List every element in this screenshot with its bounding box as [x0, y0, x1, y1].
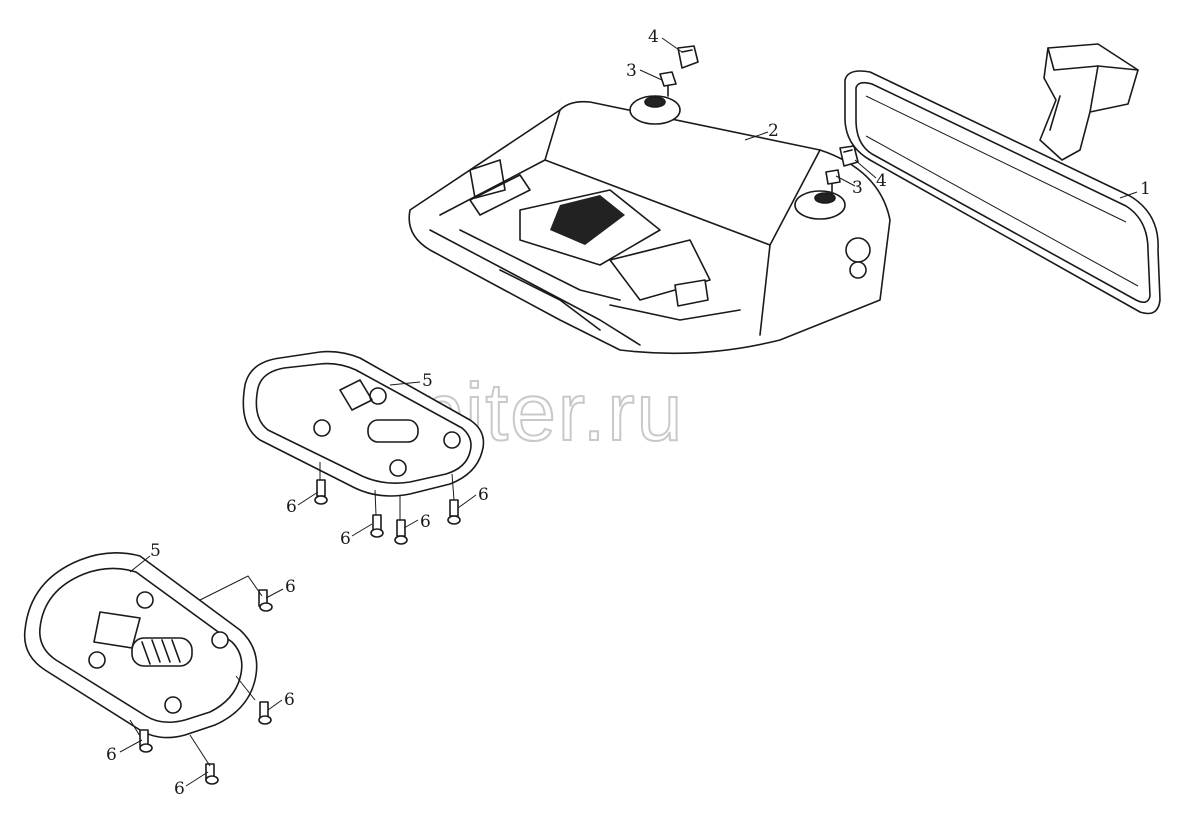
screw-6g — [139, 729, 153, 753]
screw-6b — [370, 514, 384, 538]
overhead-console-housing — [408, 95, 891, 355]
screw-6c — [394, 519, 408, 545]
callout-6: 6 — [284, 690, 295, 710]
callout-6: 6 — [420, 512, 431, 532]
screws-6 — [139, 479, 461, 785]
callout-4: 4 — [648, 27, 659, 47]
callout-5: 5 — [150, 541, 161, 561]
rear-view-mirror — [844, 43, 1161, 315]
callout-2: 2 — [768, 121, 779, 141]
callout-6: 6 — [478, 485, 489, 505]
screw-6a — [314, 479, 328, 505]
callout-6: 6 — [174, 779, 185, 799]
leader-lines — [119, 37, 1138, 787]
screw-3-right — [825, 169, 841, 195]
screw-3-left — [659, 71, 677, 97]
callout-3: 3 — [626, 61, 637, 81]
callout-6: 6 — [340, 529, 351, 549]
clip-4-right — [839, 145, 859, 167]
callout-5: 5 — [422, 371, 433, 391]
callout-1: 1 — [1140, 179, 1151, 199]
dome-lamp-lower — [23, 552, 258, 739]
callout-6: 6 — [106, 745, 117, 765]
clip-4-left — [677, 45, 699, 69]
screw-6e — [258, 589, 273, 612]
callout-6: 6 — [285, 577, 296, 597]
callout-labels: 1 2 3 3 4 4 5 5 6 6 6 6 6 6 6 6 — [106, 27, 1151, 799]
callout-6: 6 — [286, 497, 297, 517]
screw-6h — [205, 763, 219, 785]
callout-3: 3 — [852, 178, 863, 198]
screw-6d — [447, 499, 461, 525]
map-lamp-upper — [242, 350, 485, 497]
callout-4: 4 — [876, 171, 887, 191]
screw-6f — [258, 701, 272, 725]
